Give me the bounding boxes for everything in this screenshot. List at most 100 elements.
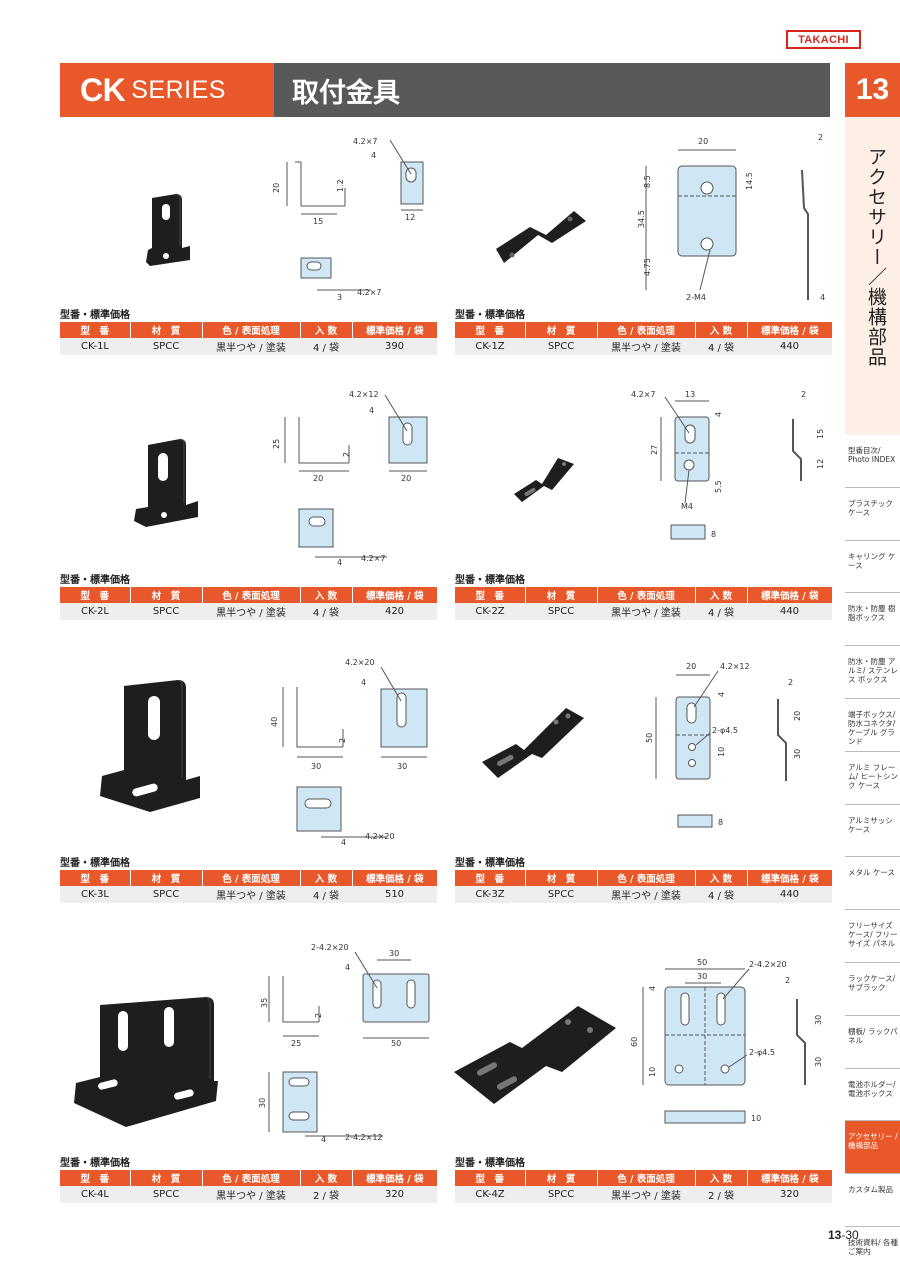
- dim-label: 15: [816, 429, 825, 439]
- spec-table: 型 番 材 質 色 / 表面処理 入 数 標準価格 / 袋 CK-1L SPCC…: [60, 322, 437, 355]
- cell-material: SPCC: [130, 886, 202, 903]
- cell-qty: 4 / 袋: [695, 886, 747, 903]
- col-header: 標準価格 / 袋: [747, 1170, 832, 1186]
- col-header: 入 数: [695, 587, 748, 603]
- table-caption: 型番・標準価格: [455, 1158, 525, 1169]
- cell-model: CK-2Z: [455, 603, 525, 620]
- dim-label: 4.2×7: [353, 137, 378, 146]
- side-index-item[interactable]: 電池ホルダー/ 電池ボックス: [845, 1069, 900, 1122]
- side-index-item[interactable]: 防水・防塵 樹脂ボックス: [845, 593, 900, 647]
- side-index-item-active[interactable]: アクセサリー /機構部品: [845, 1121, 900, 1175]
- drawing-ck-3l: 40 2 30 4.2×20 4 30 4 4.2×20: [270, 658, 428, 847]
- product-photo-ck-4z: [454, 1006, 616, 1104]
- side-index-item[interactable]: 防水・防塵 アルミ/ ステンレス ボックス: [845, 646, 900, 699]
- dim-label: 2: [785, 976, 790, 985]
- cell-price: 320: [747, 1186, 832, 1203]
- side-index-item[interactable]: 型番目次/ Photo INDEX: [845, 435, 900, 488]
- col-header: 型 番: [60, 1170, 131, 1186]
- dim-label: 14.5: [745, 172, 754, 190]
- col-header: 入 数: [300, 870, 353, 886]
- side-index-item[interactable]: 技術資料/ 各種ご案内: [845, 1227, 900, 1273]
- dim-label: 60: [630, 1037, 639, 1047]
- dim-label: 2: [788, 678, 793, 687]
- spec-table: 型 番 材 質 色 / 表面処理 入 数 標準価格 / 袋 CK-2Z SPCC…: [455, 587, 832, 620]
- cell-finish: 黒半つや / 塗装: [597, 603, 695, 620]
- product-photo-ck-3z: [482, 708, 584, 778]
- col-header: 材 質: [525, 322, 598, 338]
- side-index-item[interactable]: カスタム製品: [845, 1174, 900, 1227]
- cell-material: SPCC: [130, 1186, 202, 1203]
- side-index-item[interactable]: ラックケース/ サブラック: [845, 963, 900, 1016]
- brand-logo: TAKACHI: [786, 30, 861, 49]
- col-header: 型 番: [455, 587, 526, 603]
- drawing-ck-1l: 20 1.2 15 4.2×7 4 12 3 4.2×7: [272, 137, 424, 302]
- spec-section: 型番・標準価格 型 番 材 質 色 / 表面処理 入 数 標準価格 / 袋 CK…: [60, 854, 437, 903]
- dim-label: 4.2×20: [345, 658, 375, 667]
- side-index-item[interactable]: アルミ フレーム/ ヒートシンク ケース: [845, 752, 900, 805]
- side-index-item[interactable]: メタル ケース: [845, 857, 900, 911]
- col-header: 材 質: [525, 587, 598, 603]
- dim-label: 30: [389, 949, 399, 958]
- dim-label: 4.2×7: [361, 554, 386, 563]
- series-prefix: CK: [80, 71, 126, 108]
- cell-model: CK-1Z: [455, 338, 525, 355]
- side-index-item[interactable]: 棚板/ ラックパネル: [845, 1016, 900, 1069]
- dim-label: 4: [337, 558, 342, 567]
- side-index-item[interactable]: 端子ボックス/ 防水コネクタ/ ケーブル グランド: [845, 699, 900, 752]
- product-photo-ck-4l: [74, 996, 218, 1127]
- cell-finish: 黒半つや / 塗装: [202, 603, 300, 620]
- dim-label: 4: [341, 838, 346, 847]
- dim-label: 13: [685, 390, 695, 399]
- dim-label: 35: [260, 998, 269, 1008]
- dim-label: 30: [397, 762, 407, 771]
- cell-material: SPCC: [525, 886, 597, 903]
- dim-label: 8: [718, 818, 723, 827]
- dim-label: 4.75: [643, 258, 652, 276]
- dim-label: 4: [648, 986, 657, 991]
- dim-label: 8: [711, 530, 716, 539]
- table-row: CK-3L SPCC 黒半つや / 塗装 4 / 袋 510: [60, 886, 437, 903]
- col-header: 型 番: [455, 1170, 526, 1186]
- page-num: -30: [841, 1228, 859, 1242]
- cell-finish: 黒半つや / 塗装: [597, 1186, 695, 1203]
- col-header: 色 / 表面処理: [597, 1170, 696, 1186]
- col-header: 型 番: [60, 322, 131, 338]
- dim-label: 30: [793, 749, 802, 759]
- dim-label: 4: [820, 293, 825, 302]
- page-title: 取付金具: [274, 63, 830, 117]
- cell-finish: 黒半つや / 塗装: [202, 338, 300, 355]
- spec-table: 型 番 材 質 色 / 表面処理 入 数 標準価格 / 袋 CK-4L SPCC…: [60, 1170, 437, 1203]
- side-index-item[interactable]: フリーサイズ ケース/ フリーサイズ パネル: [845, 910, 900, 963]
- dim-label: 4.2×7: [357, 288, 382, 297]
- dim-label: M4: [681, 502, 693, 511]
- dim-label: 2-M4: [686, 293, 706, 302]
- dim-label: 20: [698, 137, 708, 146]
- dim-label: 4.2×12: [720, 662, 750, 671]
- col-header: 色 / 表面処理: [202, 870, 301, 886]
- table-caption: 型番・標準価格: [60, 1158, 130, 1169]
- dim-label: 30: [258, 1098, 267, 1108]
- col-header: 色 / 表面処理: [202, 322, 301, 338]
- dim-label: 5.5: [714, 480, 723, 493]
- table-row: CK-4L SPCC 黒半つや / 塗装 2 / 袋 320: [60, 1186, 437, 1203]
- dim-label: 20: [686, 662, 696, 671]
- page-header: CK SERIES 取付金具: [60, 63, 830, 117]
- dim-label: 12: [816, 459, 825, 469]
- dim-label: 4: [717, 692, 726, 697]
- dim-label: 12: [405, 213, 415, 222]
- cell-qty: 4 / 袋: [695, 603, 747, 620]
- table-row: CK-4Z SPCC 黒半つや / 塗装 2 / 袋 320: [455, 1186, 832, 1203]
- cell-finish: 黒半つや / 塗装: [597, 886, 695, 903]
- col-header: 標準価格 / 袋: [747, 322, 832, 338]
- dim-label: 4.2×7: [631, 390, 656, 399]
- side-index-item[interactable]: プラスチック ケース: [845, 488, 900, 541]
- cell-qty: 4 / 袋: [300, 603, 352, 620]
- dim-label: 2: [338, 738, 347, 743]
- cell-qty: 4 / 袋: [695, 338, 747, 355]
- side-index-item[interactable]: キャリング ケース: [845, 541, 900, 594]
- side-index-item[interactable]: アルミサッシ ケース: [845, 805, 900, 858]
- cell-qty: 2 / 袋: [300, 1186, 352, 1203]
- dim-label: 30: [814, 1015, 823, 1025]
- col-header: 色 / 表面処理: [202, 587, 301, 603]
- col-header: 入 数: [695, 870, 748, 886]
